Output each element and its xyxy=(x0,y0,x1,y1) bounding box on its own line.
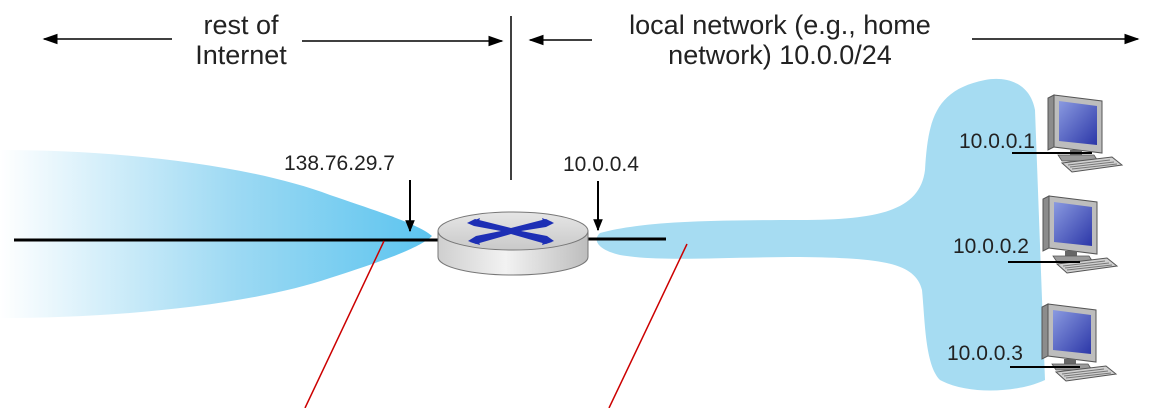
host-ip-2: 10.0.0.2 xyxy=(953,235,1029,258)
router-local-ip: 10.0.0.4 xyxy=(563,153,639,176)
red-leader-internet xyxy=(304,240,385,409)
host-ip-1: 10.0.0.1 xyxy=(959,130,1035,153)
local-network-label: local network (e.g., home network) 10.0.… xyxy=(594,10,966,70)
router-icon xyxy=(437,211,589,276)
router-public-ip: 138.76.29.7 xyxy=(284,152,395,175)
internet-cloud xyxy=(0,150,432,318)
computer-icon xyxy=(1041,303,1117,382)
host-ip-3: 10.0.0.3 xyxy=(947,342,1023,365)
rest-of-internet-label: rest of Internet xyxy=(176,10,306,70)
local-network-line2: network) 10.0.0/24 xyxy=(668,40,892,71)
rest-of-internet-line1: rest of xyxy=(203,10,279,40)
computer-icon xyxy=(1047,94,1123,173)
local-network-blob xyxy=(596,78,1045,391)
local-network-line1: local network (e.g., home xyxy=(629,10,931,40)
rest-of-internet-line2: Internet xyxy=(195,40,287,71)
red-leader-local xyxy=(608,243,688,409)
